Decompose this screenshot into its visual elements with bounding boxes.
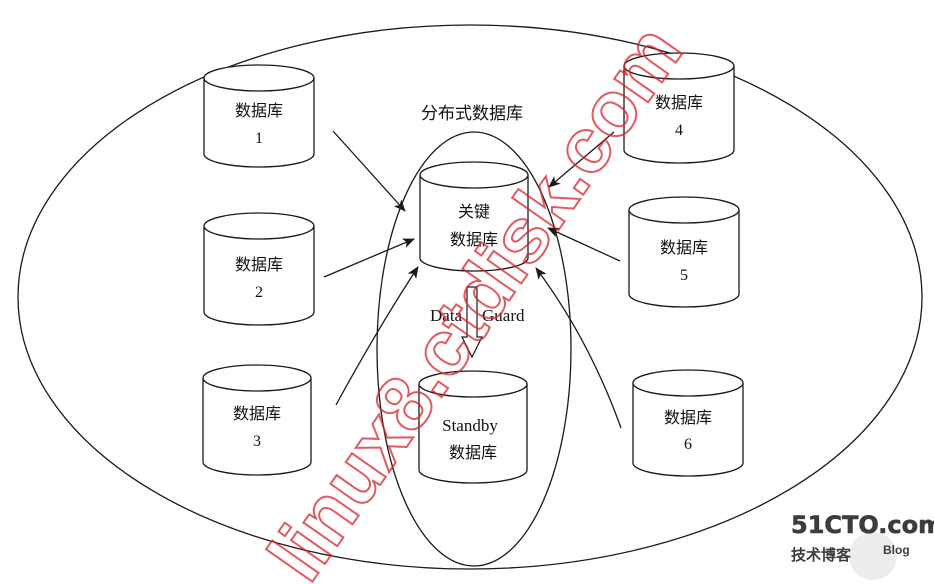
data-guard-arrow bbox=[461, 286, 483, 359]
key-database-line1: 关键 bbox=[458, 202, 490, 221]
database-3-cylinder: 数据库 3 bbox=[202, 364, 312, 476]
logo-swirl-icon bbox=[849, 532, 897, 580]
database-5-label: 数据库 bbox=[660, 238, 708, 257]
data-guard-label-data: Data bbox=[430, 306, 463, 325]
outer-ellipse bbox=[17, 24, 923, 570]
logo-subtitle: 技术博客 bbox=[791, 546, 852, 564]
data-guard-label-guard: Guard bbox=[482, 306, 525, 325]
arrow-from-database-5 bbox=[547, 227, 621, 262]
database-4-label: 数据库 bbox=[655, 93, 703, 112]
database-6-number: 6 bbox=[684, 436, 692, 453]
database-4-cylinder: 数据库 4 bbox=[623, 52, 735, 164]
site-logo: 51CTO.com 技术博客 Blog bbox=[791, 511, 934, 580]
arrow-from-database-3 bbox=[335, 266, 419, 406]
database-2-number: 2 bbox=[255, 284, 263, 301]
logo-brand: 51CTO.com bbox=[791, 511, 934, 539]
standby-database-line1: Standby bbox=[442, 416, 498, 435]
arrow-from-database-4 bbox=[548, 131, 615, 188]
key-database-line2: 数据库 bbox=[450, 230, 498, 249]
standby-database-cylinder: Standby 数据库 bbox=[418, 370, 528, 484]
diagram-title: 分布式数据库 bbox=[421, 104, 523, 124]
logo-blog: Blog bbox=[883, 543, 910, 557]
distributed-ellipse bbox=[376, 131, 572, 567]
database-4-number: 4 bbox=[675, 122, 683, 139]
database-1-label: 数据库 bbox=[235, 101, 283, 120]
database-3-label: 数据库 bbox=[233, 404, 281, 423]
database-6-label: 数据库 bbox=[664, 408, 712, 427]
database-1-number: 1 bbox=[255, 130, 263, 147]
key-database-cylinder: 关键 数据库 bbox=[419, 161, 529, 272]
database-3-number: 3 bbox=[253, 433, 261, 450]
database-5-number: 5 bbox=[680, 267, 688, 284]
arrow-from-database-6 bbox=[535, 267, 622, 429]
database-2-label: 数据库 bbox=[235, 255, 283, 274]
database-1-cylinder: 数据库 1 bbox=[203, 64, 315, 168]
database-2-cylinder: 数据库 2 bbox=[203, 212, 315, 326]
standby-database-line2: 数据库 bbox=[449, 443, 497, 462]
arrow-from-database-2 bbox=[323, 238, 415, 278]
database-5-cylinder: 数据库 5 bbox=[628, 196, 740, 308]
database-6-cylinder: 数据库 6 bbox=[632, 369, 744, 477]
arrow-from-database-1 bbox=[332, 130, 406, 212]
